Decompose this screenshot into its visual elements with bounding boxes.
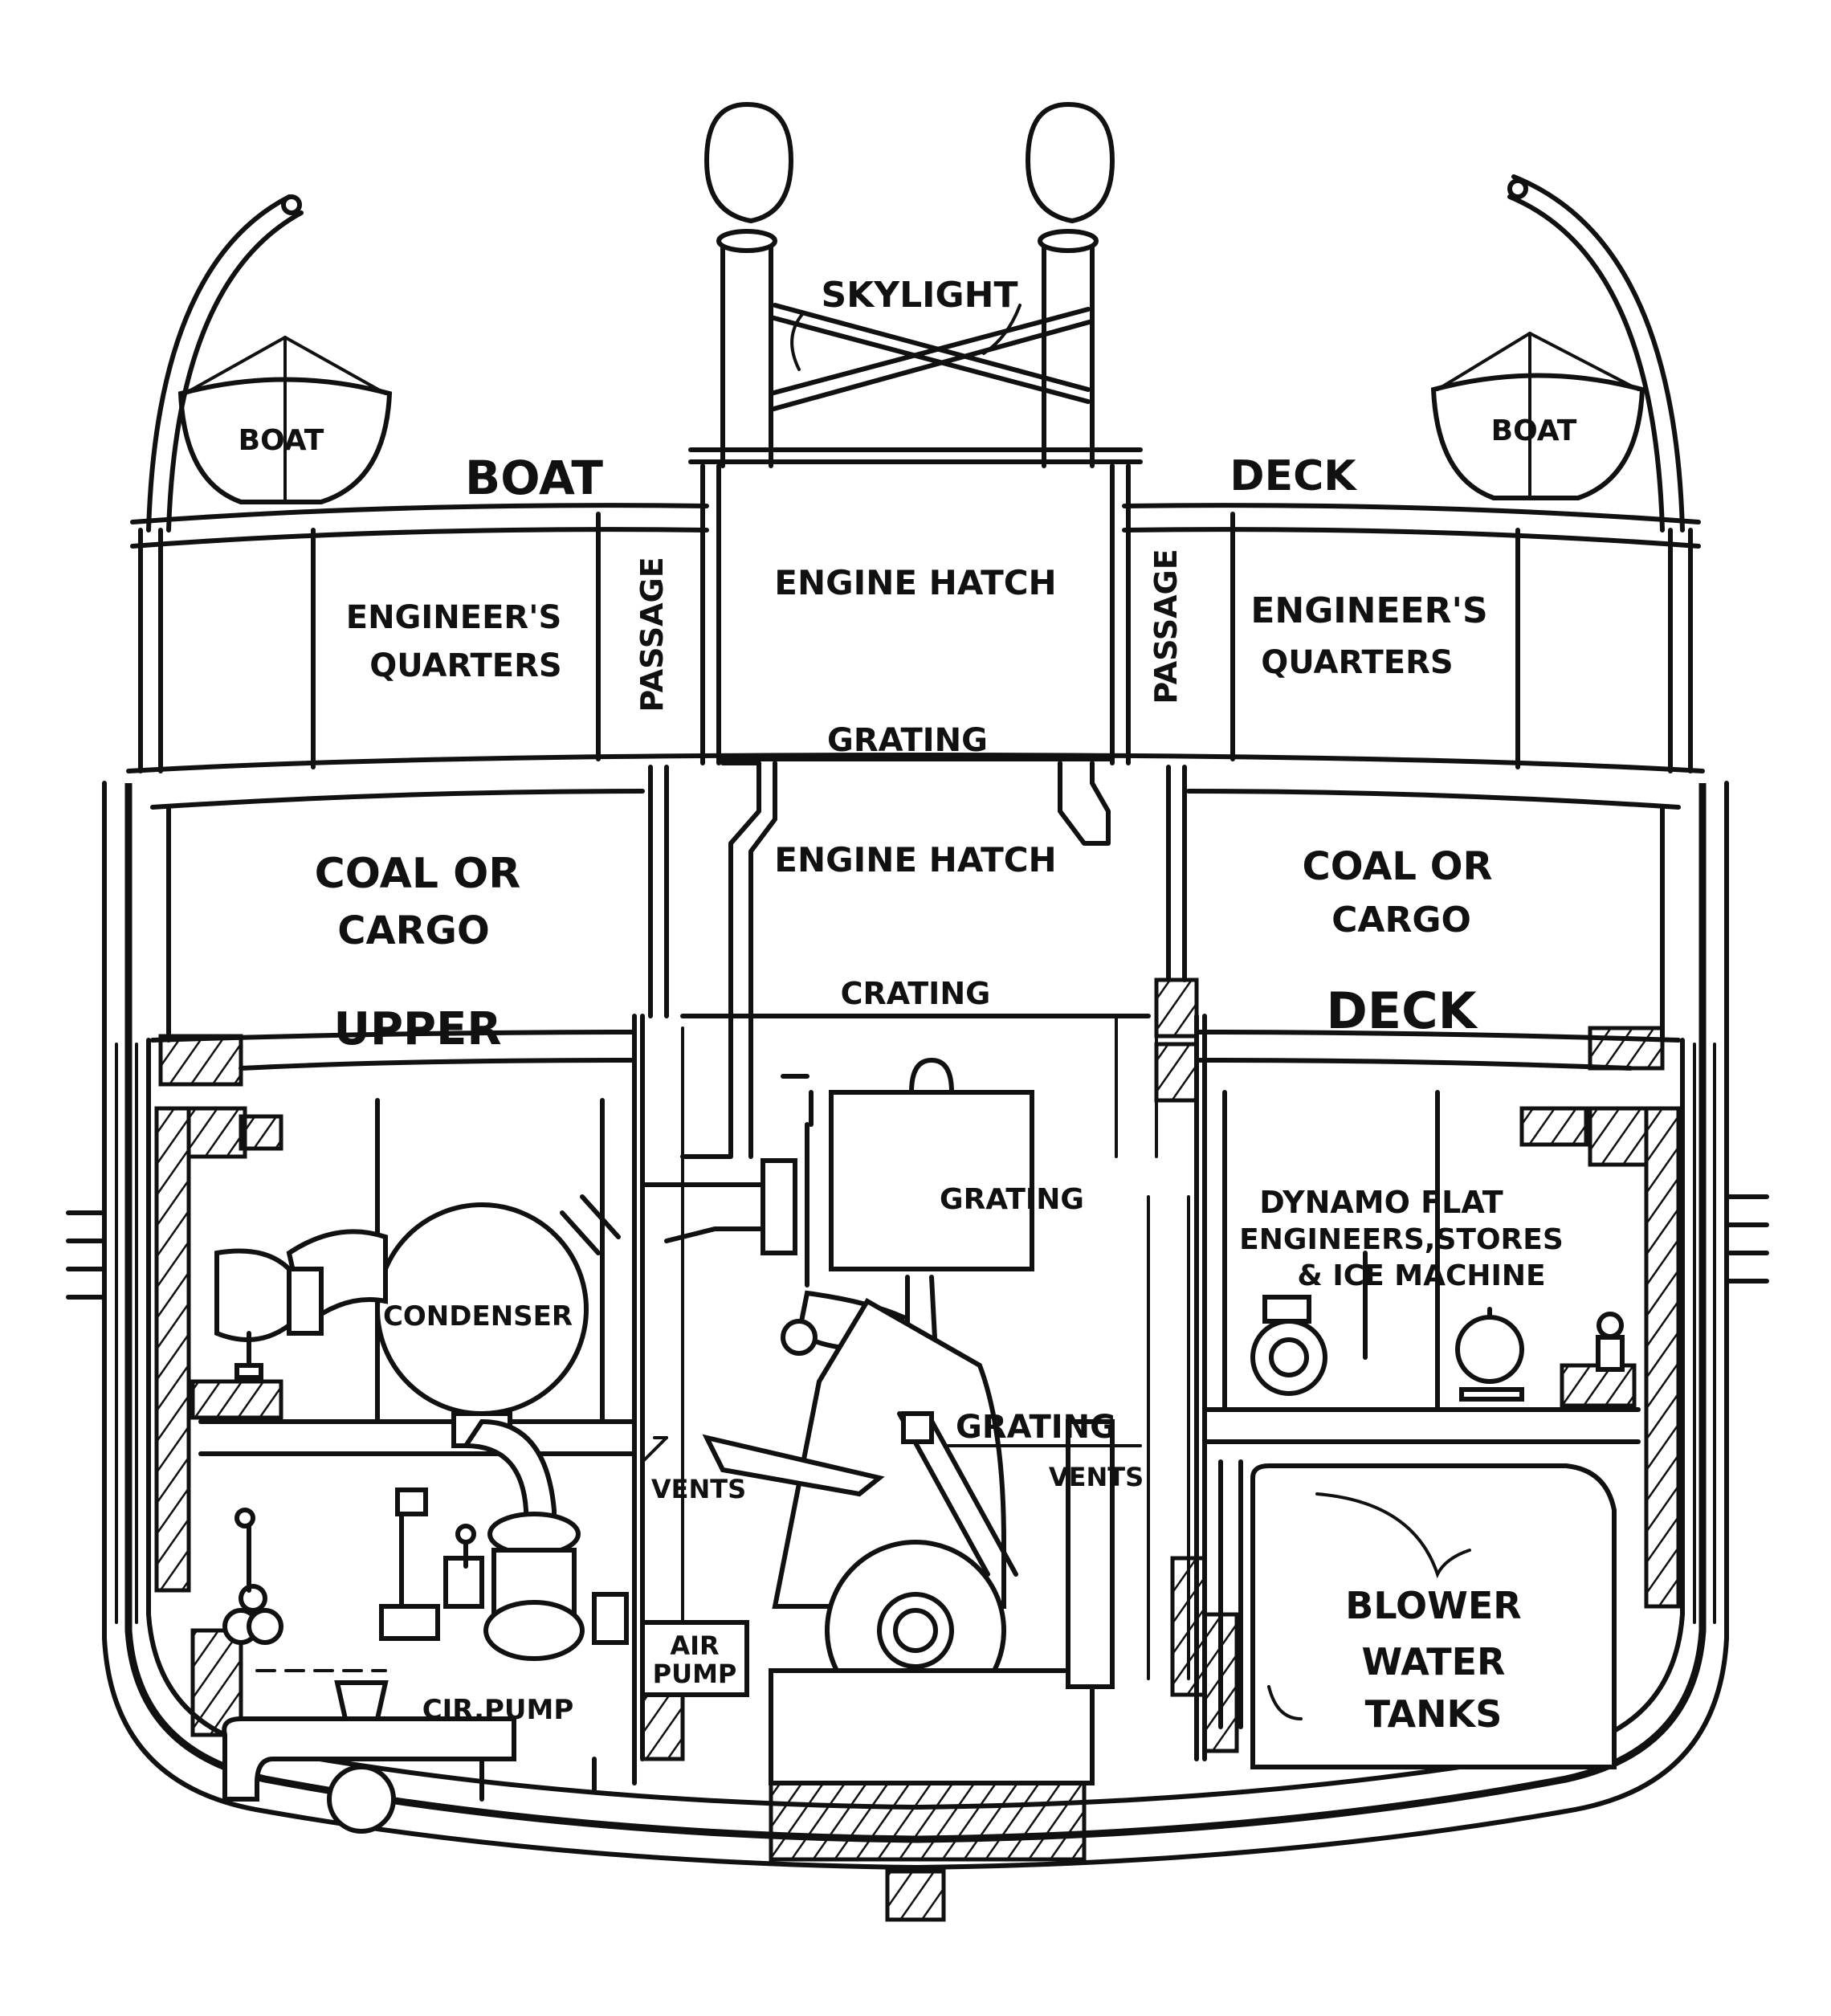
label-coal-right-2: CARGO bbox=[1331, 900, 1471, 941]
circulating-pump bbox=[379, 1418, 629, 1661]
deckhouse-frames bbox=[138, 512, 1693, 1043]
label-boat-deck-1: BOAT bbox=[465, 451, 603, 505]
air-pump-box bbox=[640, 1620, 749, 1697]
label-coal-left-1: COAL OR bbox=[315, 850, 521, 898]
ventilator-right bbox=[1025, 101, 1115, 468]
dynamo-flat-machinery bbox=[1250, 1251, 1625, 1402]
label-air-pump-1: AIR bbox=[670, 1630, 719, 1661]
label-engine-hatch-mid: ENGINE HATCH bbox=[774, 840, 1056, 879]
labels: SKYLIGHT BOAT BOAT BOAT DECK ENGINEER'S … bbox=[239, 275, 1577, 1736]
feed-pumps bbox=[222, 1508, 637, 1834]
label-upper-deck-2: DECK bbox=[1326, 981, 1478, 1040]
label-blower-1: BLOWER bbox=[1345, 1584, 1521, 1627]
label-coal-right-1: COAL OR bbox=[1303, 844, 1493, 889]
label-dynamo-1: DYNAMO FLAT bbox=[1259, 1185, 1503, 1220]
engine-bed-timbers bbox=[769, 1781, 1087, 1862]
boat-left bbox=[146, 194, 393, 533]
side-ports-right bbox=[1724, 1194, 1769, 1283]
label-engine-hatch-top: ENGINE HATCH bbox=[774, 563, 1056, 602]
lower-flat bbox=[198, 1407, 1641, 1456]
vent-arrow-left bbox=[641, 1436, 668, 1463]
label-passage-left: PASSAGE bbox=[634, 557, 670, 712]
label-dynamo-2: ENGINEERS,STORES bbox=[1239, 1223, 1564, 1256]
label-condenser: CONDENSER bbox=[383, 1300, 573, 1332]
hatched-timbers bbox=[154, 977, 1681, 1862]
boat-right bbox=[1430, 174, 1685, 533]
label-upper-deck-1: UPPER bbox=[334, 1003, 502, 1055]
boat-deck bbox=[130, 503, 1701, 549]
keel bbox=[885, 1869, 946, 1922]
hull-frames-left bbox=[115, 1043, 138, 1624]
label-boat-right: BOAT bbox=[1491, 414, 1577, 447]
label-vents-right: VENTS bbox=[1049, 1462, 1144, 1492]
label-engineers-quarters-left-2: QUARTERS bbox=[369, 647, 561, 684]
blower-water-tanks bbox=[1250, 1463, 1617, 1769]
label-grating-top: GRATING bbox=[827, 722, 988, 759]
label-grating-engine: GRATING bbox=[940, 1183, 1084, 1216]
engine-hatch-trunk bbox=[648, 463, 1187, 1159]
hull-frames-right bbox=[1693, 1043, 1716, 1624]
label-boat-deck-2: DECK bbox=[1230, 452, 1357, 500]
label-engineers-quarters-left-1: ENGINEER'S bbox=[346, 599, 562, 636]
label-engineers-quarters-right-2: QUARTERS bbox=[1261, 644, 1453, 681]
label-vents-left: VENTS bbox=[651, 1474, 746, 1504]
label-blower-2: WATER bbox=[1362, 1640, 1506, 1683]
label-air-pump-2: PUMP bbox=[653, 1659, 737, 1689]
label-grating-mid: CRATING bbox=[841, 976, 991, 1011]
label-coal-left-2: CARGO bbox=[337, 908, 490, 953]
label-boat-left: BOAT bbox=[239, 424, 324, 457]
label-blower-3: TANKS bbox=[1365, 1692, 1503, 1736]
label-cir-pump: CIR.PUMP bbox=[422, 1694, 574, 1726]
ventilator-left bbox=[703, 101, 794, 468]
main-engine bbox=[640, 1057, 1115, 1785]
label-engineers-quarters-right-1: ENGINEER'S bbox=[1250, 590, 1487, 631]
skylight-frame bbox=[688, 303, 1143, 464]
label-grating-lower: GRATING bbox=[956, 1409, 1116, 1446]
label-dynamo-3: & ICE MACHINE bbox=[1297, 1259, 1545, 1292]
engine-cylinder bbox=[829, 1090, 1034, 1271]
upper-deck-line bbox=[126, 753, 1705, 810]
crosshead-lever bbox=[702, 1434, 885, 1497]
label-passage-right: PASSAGE bbox=[1148, 549, 1184, 704]
side-ports-left bbox=[66, 1210, 107, 1300]
label-skylight: SKYLIGHT bbox=[821, 275, 1017, 316]
